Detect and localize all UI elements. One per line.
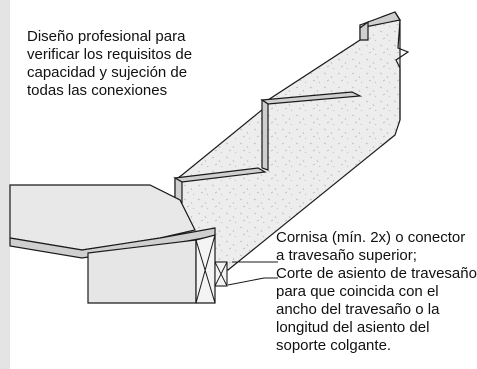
design-note-line: verificar los requisitos de xyxy=(27,46,193,63)
connection-note-line: Cornisa (mín. 2x) o conector xyxy=(276,229,466,246)
connection-note-line: para que coincida con el xyxy=(276,283,439,300)
connection-note-line: soporte colgante. xyxy=(276,337,392,354)
connection-note-line: a travesaño superior; xyxy=(276,247,417,264)
leader-line-seat xyxy=(227,277,278,286)
stair-stringer-drawing xyxy=(9,11,410,304)
left-margin-bar xyxy=(0,0,10,369)
design-note-line: todas las conexiones xyxy=(27,82,168,99)
connection-note-line: ancho del travesaño o la xyxy=(276,301,440,318)
connection-note-line: longitud del asiento del xyxy=(276,319,430,336)
connection-note: Cornisa (mín. 2x) o conector a travesaño… xyxy=(276,229,477,355)
design-note-line: Diseño profesional para xyxy=(27,28,186,45)
beam-cross xyxy=(195,234,216,304)
design-note: Diseño profesional para verificar los re… xyxy=(27,28,232,100)
connection-note-line: Corte de asiento de travesaño xyxy=(276,265,477,282)
design-note-line: capacidad y sujeción de xyxy=(27,64,188,81)
ledger-cross xyxy=(214,261,228,287)
break-line xyxy=(394,11,410,120)
